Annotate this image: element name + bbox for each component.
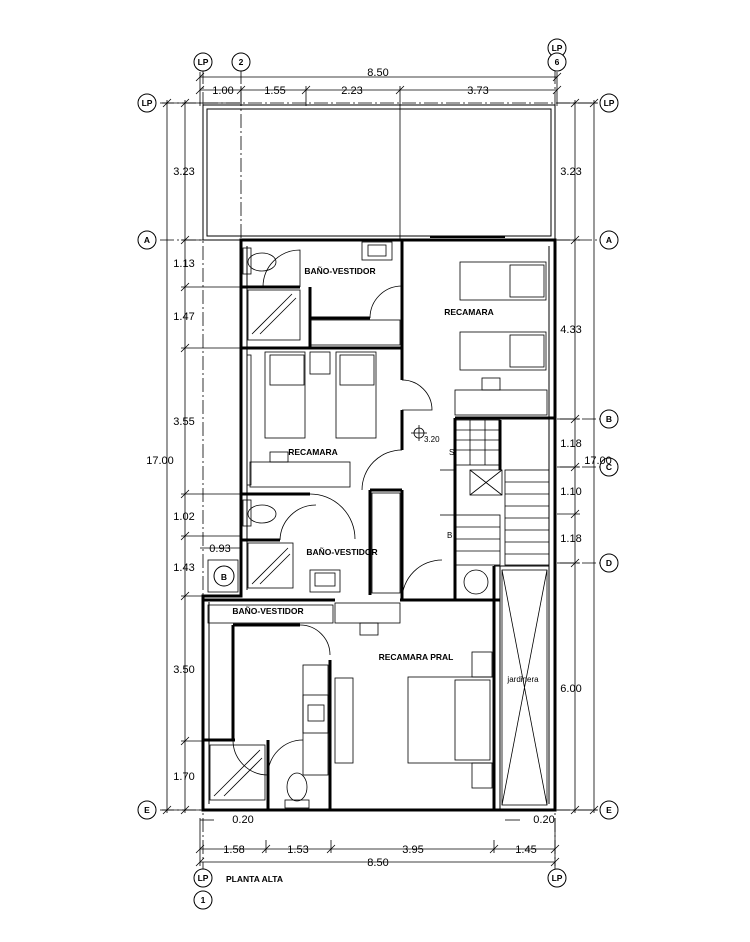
terrace-outline [202,104,556,241]
dim-left-1: 3.23 [173,166,194,178]
door-swings [232,249,443,776]
closets [209,289,401,801]
dimension-lines [162,72,599,867]
dim-bottom-left-small: 0.20 [232,814,253,826]
dim-right-5: 1.18 [560,533,581,545]
dim-bottom-total: 8.50 [367,857,388,869]
furniture [207,241,548,809]
axis-label-e-right: E [606,805,612,815]
dim-right-1: 3.23 [560,166,581,178]
axis-label-1: 1 [201,895,206,905]
garden-planter [501,569,548,806]
dim-right-total: 17.00 [584,455,612,467]
room-label-garden: jardinera [506,675,539,684]
dim-left-7: 3.50 [173,664,194,676]
room-label-bath-master: BAÑO-VESTIDOR [232,606,303,616]
stair-up-label: S [449,448,454,457]
stair-down-label: B [447,531,452,540]
axis-label-lp-top-right: LP [552,43,563,53]
dim-bottom-1: 1.58 [223,844,244,856]
axis-label-lp-right-top: LP [604,98,615,108]
room-label-bedroom-mid: RECAMARA [288,447,338,457]
axis-label-b-small: B [221,572,227,582]
dim-right-4: 1.10 [560,486,581,498]
axis-bubbles [137,38,619,910]
dim-left-5: 1.02 [173,511,194,523]
axis-label-6: 6 [555,57,560,67]
dim-right-2: 4.33 [560,324,581,336]
room-label-bath-mid: BAÑO-VESTIDOR [306,547,377,557]
dim-bottom-4: 1.45 [515,844,536,856]
right-dimension-labels: 17.00 3.23 4.33 1.18 1.10 1.18 6.00 [560,166,611,695]
plan-title: PLANTA ALTA [226,874,283,884]
dim-bottom-2: 1.53 [287,844,308,856]
dim-left-8: 1.70 [173,771,194,783]
left-dimension-labels: 17.00 3.23 1.13 1.47 3.55 1.02 1.43 3.50… [146,166,230,783]
axis-label-a-left: A [144,235,150,245]
dim-bottom-right-small: 0.20 [533,814,554,826]
dim-top-1: 1.00 [212,85,233,97]
dim-left-2: 1.13 [173,258,194,270]
dim-top-3: 2.23 [341,85,362,97]
dim-bottom-3: 3.95 [402,844,423,856]
axis-label-d: D [606,558,612,568]
dim-left-side: 0.93 [209,543,230,555]
axis-label-lp-bottom-right: LP [552,873,563,883]
dim-top-4: 3.73 [467,85,488,97]
axis-label-b: B [606,414,612,424]
level-label: 3.20 [424,435,440,444]
dim-left-total: 17.00 [146,455,174,467]
dim-left-3: 1.47 [173,311,194,323]
dim-right-6: 6.00 [560,683,581,695]
room-label-bedroom-top: RECAMARA [444,307,494,317]
axis-label-lp-top-left: LP [198,57,209,67]
top-dimension-labels: 8.50 1.00 1.55 2.23 3.73 [212,67,488,97]
stairs [440,419,550,566]
bottom-dimension-labels: 1.58 1.53 3.95 1.45 8.50 0.20 0.20 [223,814,554,869]
axis-label-lp-bottom-left: LP [198,873,209,883]
dim-right-3: 1.18 [560,438,581,450]
room-label-bath-top: BAÑO-VESTIDOR [304,266,375,276]
axis-labels: LP 2 LP 6 LP LP A A B C D E E LP 1 LP B [142,43,615,905]
axis-label-c: C [606,462,612,472]
axis-label-a-right: A [606,235,612,245]
dim-top-total: 8.50 [367,67,388,79]
room-labels: BAÑO-VESTIDOR RECAMARA RECAMARA BAÑO-VES… [226,266,539,884]
axis-label-lp-left-top: LP [142,98,153,108]
dim-left-6: 1.43 [173,562,194,574]
axis-label-e-left: E [144,805,150,815]
axis-label-2: 2 [239,57,244,67]
dim-left-4: 3.55 [173,416,194,428]
level-marker-icon [411,425,427,441]
dim-top-2: 1.55 [264,85,285,97]
room-label-master-bedroom: RECAMARA PRAL [379,652,454,662]
